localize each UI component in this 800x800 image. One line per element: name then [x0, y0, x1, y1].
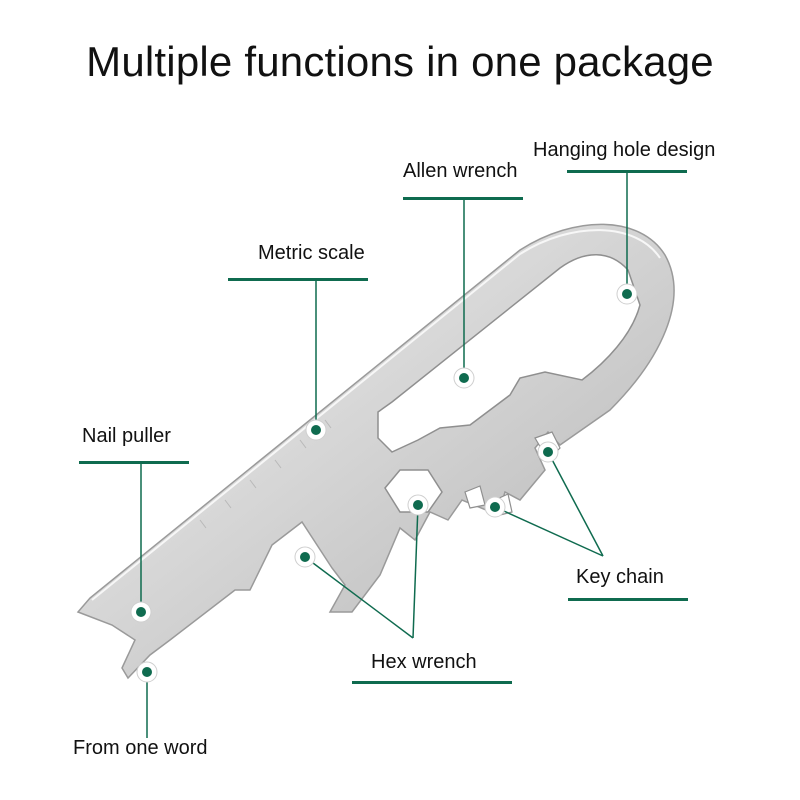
label-nail-puller: Nail puller	[82, 425, 171, 447]
dot-hanging-hole	[616, 283, 638, 305]
underline-hanging-hole	[567, 170, 687, 173]
page-title: Multiple functions in one package	[86, 38, 714, 85]
dot-metric-scale	[305, 419, 327, 441]
underline-metric-scale	[228, 278, 368, 281]
label-key-chain: Key chain	[576, 566, 664, 588]
label-allen-wrench: Allen wrench	[403, 160, 518, 182]
leader-hex-wrench-a	[412, 504, 419, 639]
multitool-body	[76, 223, 675, 680]
label-hanging-hole: Hanging hole design	[533, 139, 716, 161]
label-underlines	[79, 170, 688, 684]
underline-key-chain	[568, 598, 688, 601]
label-metric-scale: Metric scale	[258, 242, 365, 264]
dot-nail-puller	[130, 601, 152, 623]
dot-hex-wrench-b	[294, 546, 316, 568]
underline-allen-wrench	[403, 197, 523, 200]
leader-key-chain-b	[494, 506, 604, 557]
underline-nail-puller	[79, 461, 189, 464]
dot-allen-wrench	[453, 367, 475, 389]
label-hex-wrench: Hex wrench	[371, 651, 477, 673]
dot-key-chain-a	[537, 441, 559, 463]
label-from-one-word: From one word	[73, 737, 208, 759]
leader-hex-wrench-b	[304, 556, 414, 639]
dot-from-one-word	[136, 661, 158, 683]
leader-key-chain-a	[547, 451, 604, 557]
underline-hex-wrench	[352, 681, 512, 684]
leader-lines	[140, 173, 628, 738]
dot-hex-wrench-a	[407, 494, 429, 516]
dot-key-chain-b	[484, 496, 506, 518]
marker-dots	[130, 283, 638, 683]
